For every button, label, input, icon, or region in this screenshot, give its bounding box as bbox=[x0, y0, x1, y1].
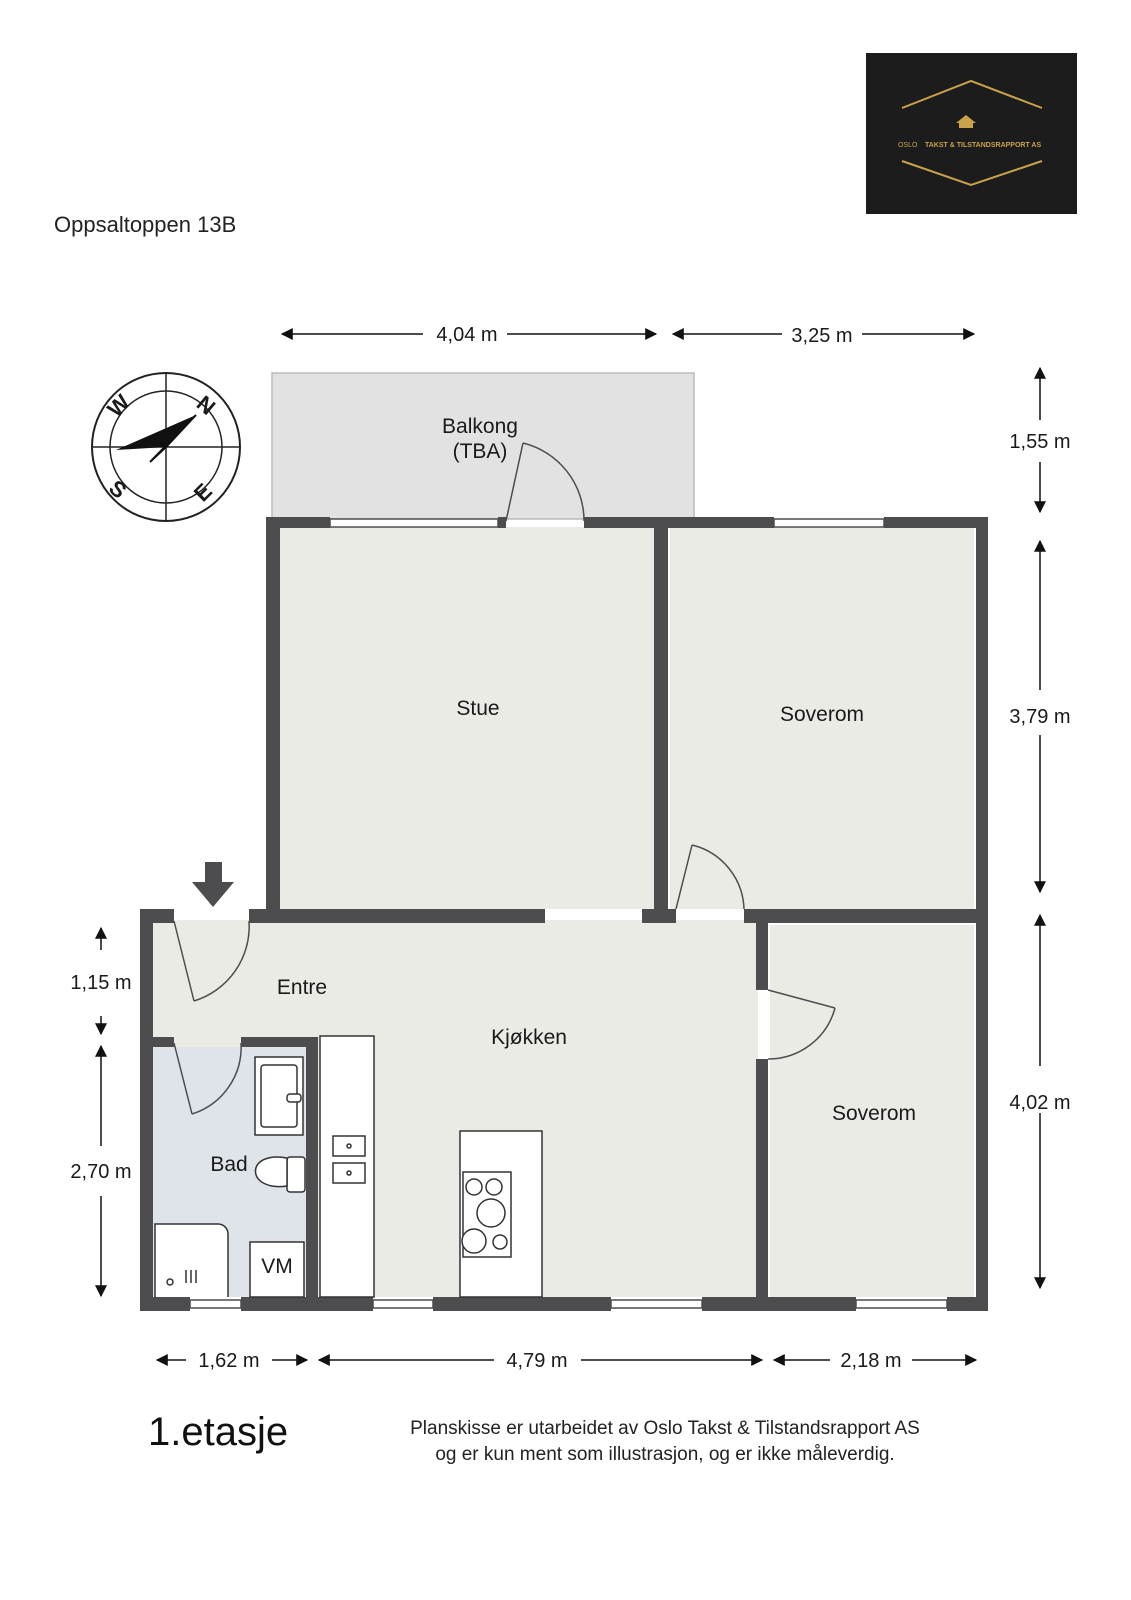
dim-right-upper: 3,79 m bbox=[1009, 706, 1070, 728]
dim-right-balcony: 1,55 m bbox=[1009, 431, 1070, 453]
address-title: Oppsaltoppen 13B bbox=[54, 212, 237, 237]
shower bbox=[154, 1223, 229, 1297]
disclaimer: Planskisse er utarbeidet av Oslo Takst &… bbox=[360, 1416, 970, 1468]
living-room-floor bbox=[280, 527, 656, 909]
company-logo: OSLO TAKST & TILSTANDSRAPPORT AS bbox=[866, 53, 1077, 214]
bedroom-1-floor bbox=[670, 527, 974, 909]
room-label-kitchen: Kjøkken bbox=[491, 1026, 567, 1049]
dimension-lines bbox=[95, 328, 1046, 1366]
house-icon bbox=[956, 115, 976, 128]
floor-label: 1.etasje bbox=[148, 1410, 289, 1454]
room-label-washer: VM bbox=[261, 1255, 293, 1278]
balcony-area bbox=[271, 372, 695, 520]
room-label-living: Stue bbox=[456, 697, 499, 720]
dim-bottom-mid: 4,79 m bbox=[506, 1350, 567, 1372]
disclaimer-line-1: Planskisse er utarbeidet av Oslo Takst &… bbox=[410, 1418, 920, 1439]
toilet bbox=[286, 1156, 306, 1193]
dim-bottom-left: 1,62 m bbox=[198, 1350, 259, 1372]
washer bbox=[249, 1241, 305, 1298]
compass: N E S W bbox=[91, 372, 241, 522]
dim-bottom-right: 2,18 m bbox=[840, 1350, 901, 1372]
room-label-bedroom-1: Soverom bbox=[780, 703, 864, 726]
dim-right-lower: 4,02 m bbox=[1009, 1092, 1070, 1114]
dim-top-right: 3,25 m bbox=[791, 325, 852, 347]
windows bbox=[189, 518, 948, 1309]
entrance-arrow-icon bbox=[192, 862, 234, 907]
bedroom-2-floor bbox=[770, 925, 974, 1297]
walls bbox=[140, 517, 988, 1311]
room-label-entrance: Entre bbox=[277, 976, 327, 999]
logo-text: TAKST & TILSTANDSRAPPORT AS bbox=[925, 142, 1041, 149]
doors bbox=[173, 442, 836, 1115]
dim-left-bath: 2,70 m bbox=[70, 1161, 131, 1183]
dim-top-left: 4,04 m bbox=[436, 324, 497, 346]
kitchen-fixtures bbox=[319, 1035, 543, 1298]
room-label-bedroom-2: Soverom bbox=[832, 1102, 916, 1125]
disclaimer-line-2: og er kun ment som illustrasjon, og er i… bbox=[435, 1444, 895, 1465]
dim-left-entre: 1,15 m bbox=[70, 972, 131, 994]
logo-brand: OSLO bbox=[898, 142, 918, 149]
room-label-bath: Bad bbox=[210, 1153, 247, 1176]
room-label-balcony-note: (TBA) bbox=[453, 440, 508, 463]
bathroom-fixtures bbox=[154, 1056, 306, 1298]
room-label-balcony: Balkong bbox=[442, 415, 518, 438]
